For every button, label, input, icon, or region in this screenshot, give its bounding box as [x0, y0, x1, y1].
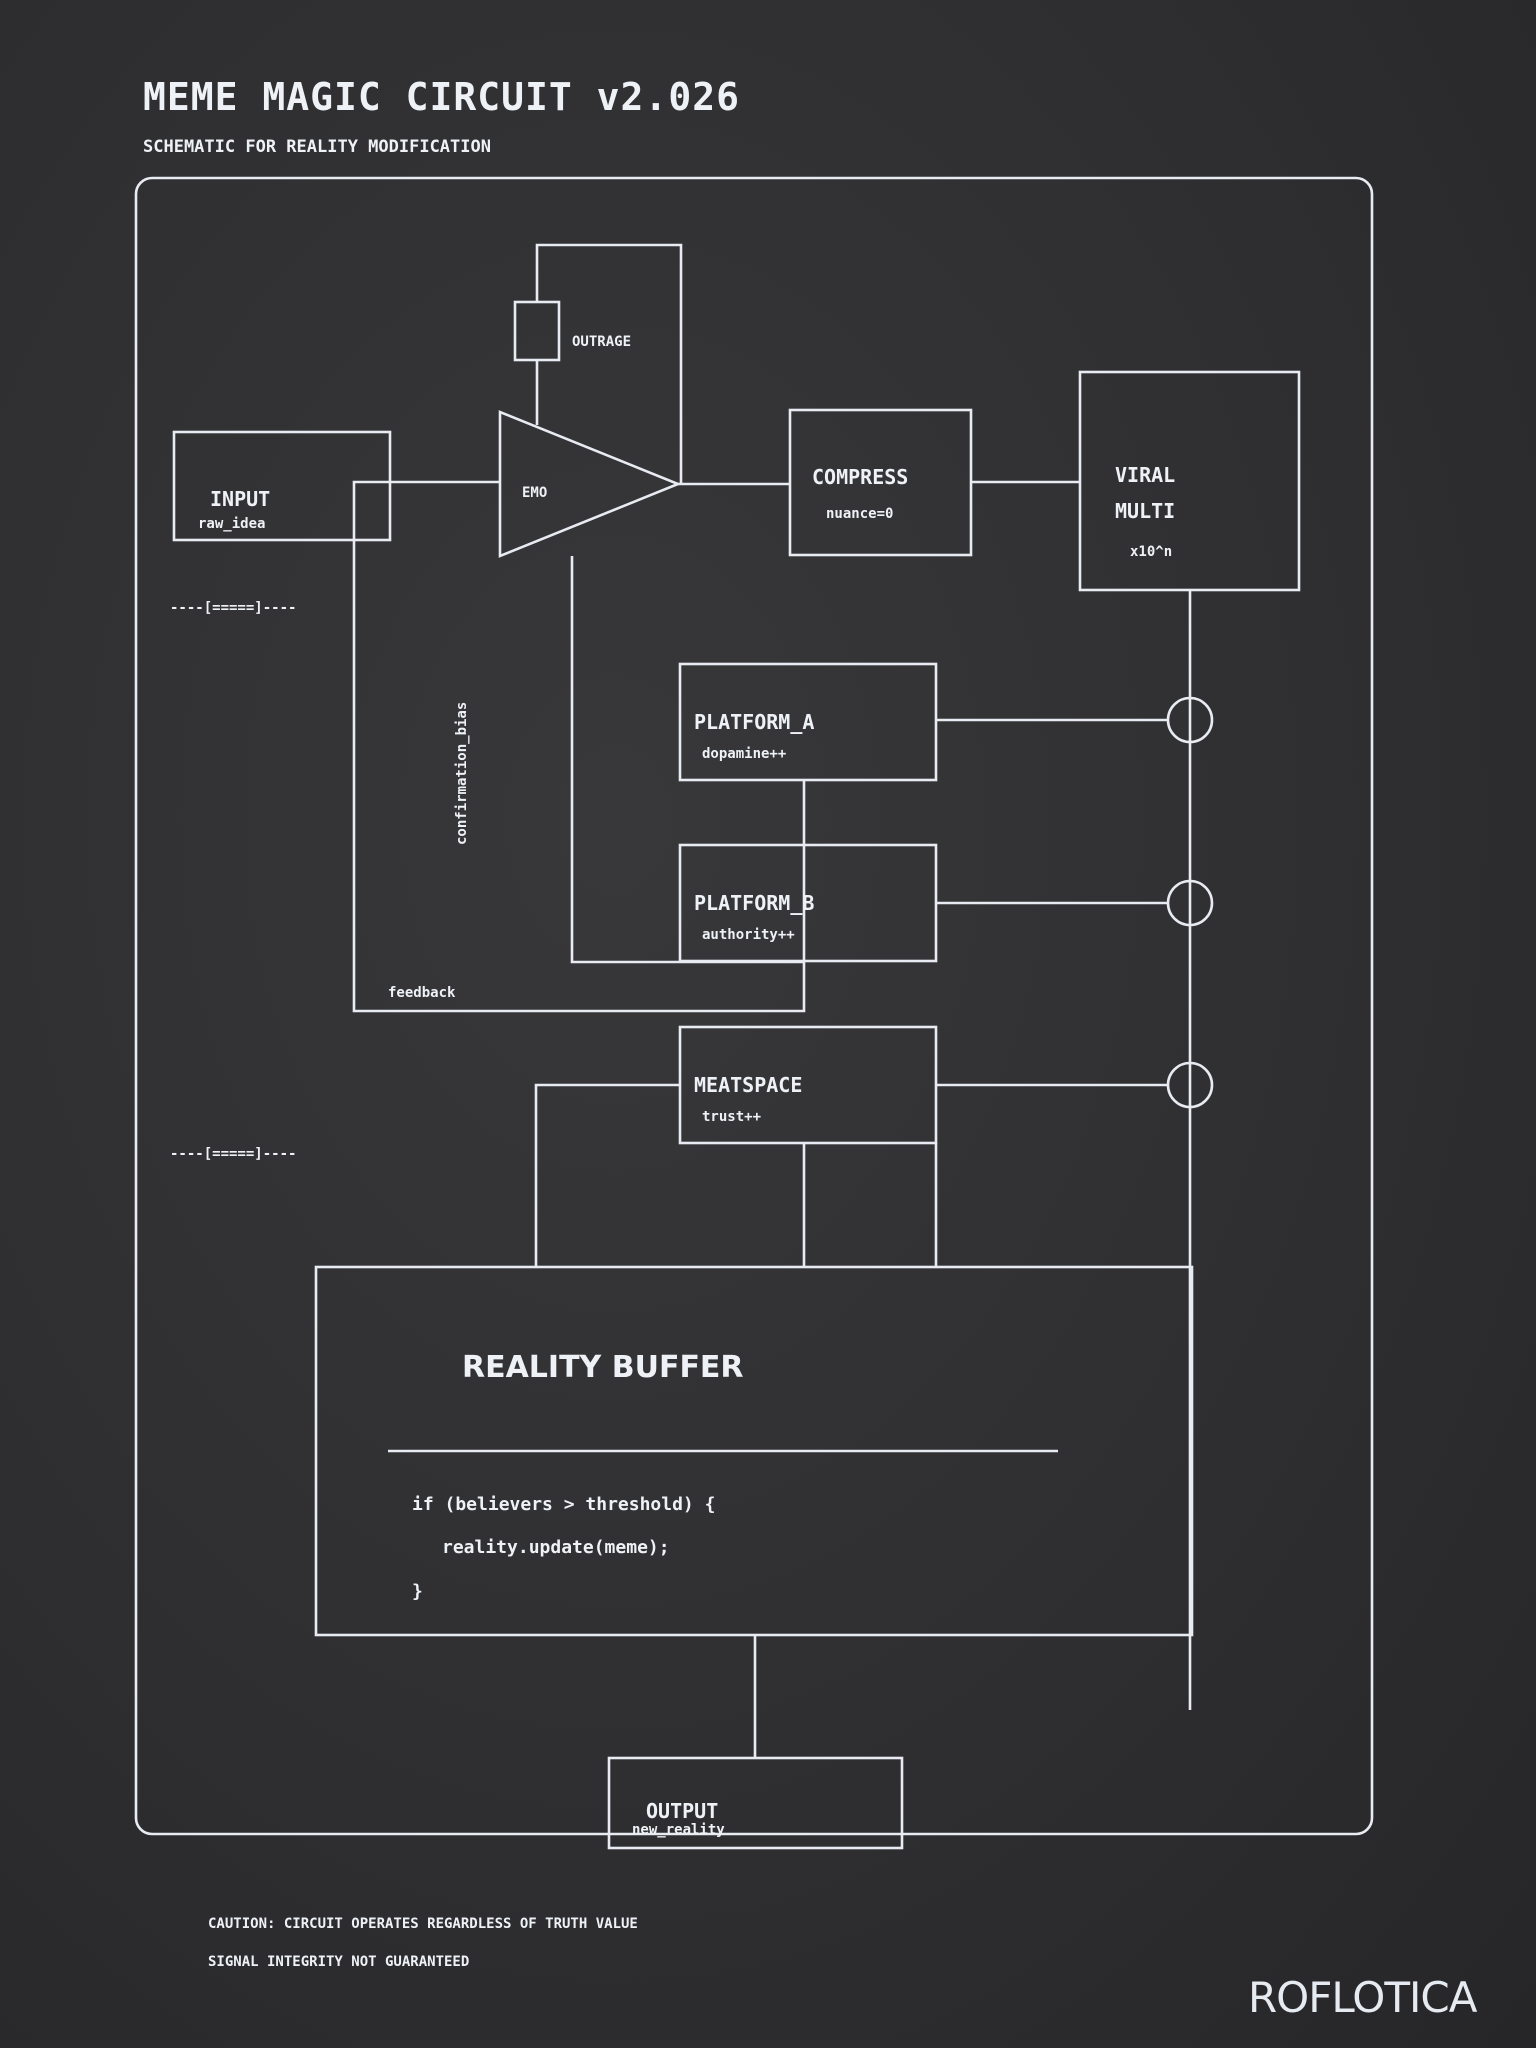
feedback-loop: confirmation_bias feedback	[352, 480, 806, 1013]
compress-sub: nuance=0	[826, 506, 893, 522]
outrage-label: OUTRAGE	[572, 334, 631, 350]
input-sub: raw_idea	[198, 516, 265, 532]
output-block: OUTPUT new_reality	[607, 1756, 904, 1850]
viral-multi-block: VIRAL MULTI x10^n	[1078, 370, 1301, 592]
viral-label: VIRAL	[1115, 463, 1175, 487]
page-title: MEME MAGIC CIRCUIT v2.026	[143, 75, 740, 119]
feedback-label: feedback	[388, 985, 456, 1001]
code-line-3: }	[412, 1581, 423, 1602]
code-line-2: reality.update(meme);	[442, 1537, 670, 1558]
outer-frame	[134, 176, 1374, 1836]
compress-block: COMPRESS nuance=0	[788, 408, 973, 557]
code-line-1: if (believers > threshold) {	[412, 1494, 715, 1515]
emo-amplifier: EMO	[498, 410, 682, 558]
junction-node-meatspace	[1166, 1061, 1214, 1109]
meatspace-sub: trust++	[702, 1109, 761, 1125]
platform-b-sub: authority++	[702, 927, 795, 943]
resistor-marker-top: ----[=====]----	[170, 600, 296, 616]
emo-label: EMO	[522, 485, 547, 501]
brand-logo: ROFLOTICA	[1248, 1973, 1478, 2022]
output-label: OUTPUT	[646, 1799, 718, 1823]
multi-label: MULTI	[1115, 499, 1175, 523]
junction-node-a	[1166, 696, 1214, 744]
meatspace-block: MEATSPACE trust++	[534, 1025, 1214, 1267]
confirmation-bias-label: confirmation_bias	[454, 702, 470, 845]
compress-label: COMPRESS	[812, 465, 908, 489]
platform-b-block: PLATFORM_B authority++	[678, 843, 1214, 963]
signal-integrity-text: SIGNAL INTEGRITY NOT GUARANTEED	[208, 1954, 469, 1970]
platform-a-block: PLATFORM_A dopamine++	[678, 662, 1214, 782]
platform-b-label: PLATFORM_B	[694, 891, 814, 915]
viral-sub: x10^n	[1130, 544, 1172, 560]
meatspace-label: MEATSPACE	[694, 1073, 802, 1097]
caution-text: CAUTION: CIRCUIT OPERATES REGARDLESS OF …	[208, 1916, 638, 1932]
platform-a-sub: dopamine++	[702, 746, 786, 762]
page-subtitle: SCHEMATIC FOR REALITY MODIFICATION	[143, 137, 491, 157]
input-block: INPUT raw_idea	[172, 430, 392, 542]
outrage-loop: OUTRAGE	[513, 243, 683, 484]
output-sub: new_reality	[632, 1822, 725, 1838]
junction-node-b	[1166, 879, 1214, 927]
outrage-resistor	[513, 300, 561, 362]
input-label: INPUT	[210, 487, 270, 511]
reality-buffer-title: REALITY BUFFER	[462, 1350, 744, 1385]
reality-buffer-block: REALITY BUFFER if (believers > threshold…	[314, 1265, 1194, 1637]
platform-a-label: PLATFORM_A	[694, 710, 814, 734]
resistor-marker-bottom: ----[=====]----	[170, 1146, 296, 1162]
